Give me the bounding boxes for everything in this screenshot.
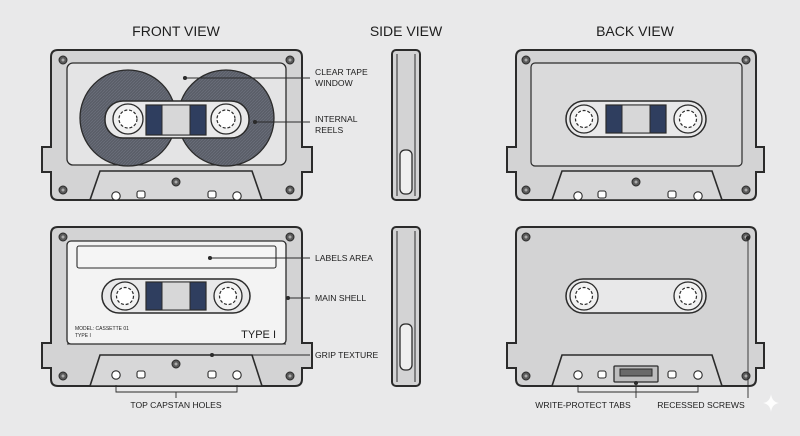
- left-hub-icon: [569, 281, 599, 311]
- front-cassette-top: [41, 49, 313, 201]
- right-hub-icon: [673, 104, 703, 134]
- screw-icon: [285, 185, 295, 195]
- callout-internal-reels-line1: INTERNAL: [315, 114, 358, 124]
- label-model-text: MODEL: CASSETTE 01: [75, 326, 129, 332]
- label-type-small: TYPE I: [75, 333, 91, 339]
- label-writing-area: [76, 245, 277, 269]
- callout-main-shell: MAIN SHELL: [315, 293, 366, 303]
- left-hub-icon: [110, 281, 140, 311]
- screw-icon: [58, 185, 68, 195]
- screw-icon: [741, 185, 751, 195]
- left-hub-icon: [112, 103, 144, 135]
- screw-icon: [285, 371, 295, 381]
- screw-icon: [58, 55, 68, 65]
- screw-icon: [631, 177, 641, 187]
- screw-icon: [58, 371, 68, 381]
- label-type-large: TYPE I: [241, 329, 276, 341]
- back-cassette-top: [506, 49, 765, 201]
- callout-clear-tape-window-line2: WINDOW: [315, 78, 354, 88]
- callout-recessed-screws: RECESSED SCREWS: [657, 400, 745, 410]
- screw-icon: [285, 55, 295, 65]
- screw-icon: [741, 371, 751, 381]
- side-view-heading: SIDE VIEW: [370, 23, 443, 39]
- write-protect-tab: [613, 365, 659, 383]
- screw-icon: [521, 55, 531, 65]
- screw-icon: [741, 55, 751, 65]
- screw-icon: [171, 359, 181, 369]
- callout-labels-area: LABELS AREA: [315, 253, 373, 263]
- back-cassette-bottom: [506, 226, 765, 387]
- right-hub-icon: [673, 281, 703, 311]
- screw-icon: [521, 232, 531, 242]
- callout-internal-reels-line2: REELS: [315, 125, 343, 135]
- screw-icon: [285, 232, 295, 242]
- front-view-heading: FRONT VIEW: [132, 23, 220, 39]
- left-hub-icon: [569, 104, 599, 134]
- sparkle-icon: [763, 394, 779, 412]
- callout-clear-tape-window-line1: CLEAR TAPE: [315, 67, 368, 77]
- callout-write-protect-tabs: WRITE-PROTECT TABS: [535, 400, 631, 410]
- front-cassette-bottom: MODEL: CASSETTE 01 TYPE I TYPE I: [41, 226, 313, 387]
- screw-icon: [171, 177, 181, 187]
- side-cassette-bottom: [391, 226, 421, 387]
- back-view-heading: BACK VIEW: [596, 23, 675, 39]
- callout-top-capstan-holes: TOP CAPSTAN HOLES: [130, 400, 221, 410]
- right-hub-icon: [210, 103, 242, 135]
- side-cassette-top: [391, 49, 421, 201]
- screw-icon: [58, 232, 68, 242]
- right-hub-icon: [213, 281, 243, 311]
- screw-icon: [521, 371, 531, 381]
- screw-icon: [521, 185, 531, 195]
- callout-leaders: [115, 75, 751, 398]
- callout-grip-texture: GRIP TEXTURE: [315, 350, 378, 360]
